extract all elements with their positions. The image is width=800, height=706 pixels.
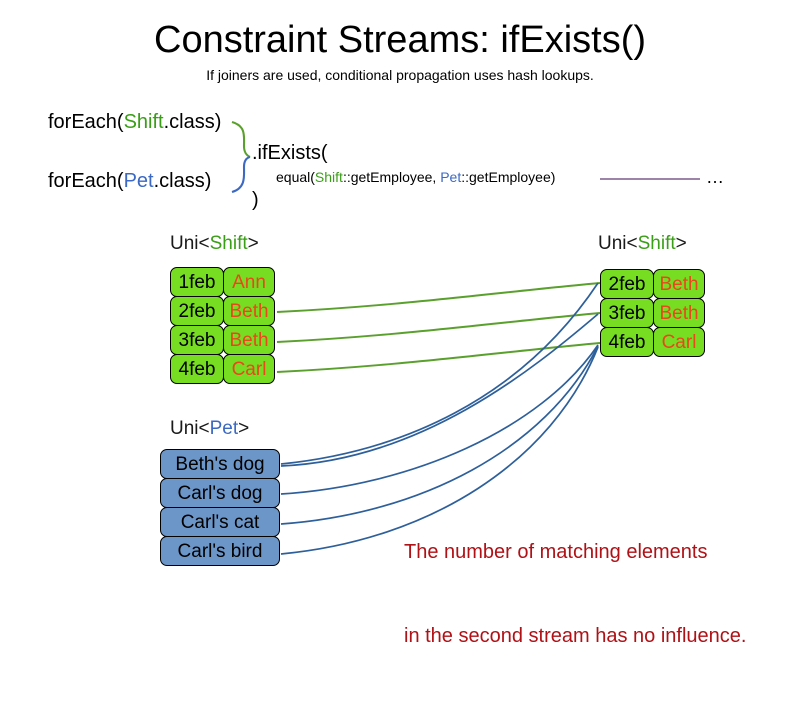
cell-date: 2feb xyxy=(600,269,654,299)
table-row[interactable]: Carl's dog xyxy=(160,478,280,508)
cell-name: Beth xyxy=(653,298,705,328)
brace-shift-curve xyxy=(231,120,251,158)
code-foreach-pet-suffix: .class) xyxy=(153,170,212,192)
cell-date: 3feb xyxy=(170,325,224,355)
wire-pet-extra-3feb xyxy=(280,313,599,467)
code-foreach-shift-type: Shift xyxy=(123,111,164,133)
stream-label-right-shift-prefix: Uni< xyxy=(598,233,638,254)
table-row[interactable]: 1feb Ann xyxy=(170,267,275,297)
cell-name: Ann xyxy=(223,267,275,297)
table-row[interactable]: 3feb Beth xyxy=(170,325,275,355)
ellipsis-label: … xyxy=(706,167,724,187)
table-row[interactable]: 2feb Beth xyxy=(170,296,275,326)
table-row[interactable]: 3feb Beth xyxy=(600,298,705,328)
stream-label-right-shift: Uni<Shift> xyxy=(598,233,687,255)
cell-date: 4feb xyxy=(170,354,224,384)
stream-label-left-pet-suffix: > xyxy=(238,418,250,439)
code-equal-shift-method: ::getEmployee, xyxy=(342,169,441,185)
stream-table-right-shift: 2feb Beth 3feb Beth 4feb Carl xyxy=(600,269,705,357)
table-row[interactable]: 4feb Carl xyxy=(170,354,275,384)
stream-label-left-shift-suffix: > xyxy=(247,233,259,254)
cell-pet: Beth's dog xyxy=(160,449,280,479)
cell-name: Beth xyxy=(223,296,275,326)
table-row[interactable]: 4feb Carl xyxy=(600,327,705,357)
cell-pet: Carl's dog xyxy=(160,478,280,508)
code-foreach-pet: forEach(Pet.class) xyxy=(48,169,211,193)
wire-shift-2feb xyxy=(276,282,601,313)
stream-label-left-shift-prefix: Uni< xyxy=(170,233,210,254)
cell-name: Beth xyxy=(653,269,705,299)
stream-label-left-pet-prefix: Uni< xyxy=(170,418,210,439)
brace-pet-curve xyxy=(231,155,251,194)
code-equal-pet-type: Pet xyxy=(440,169,462,185)
annotation-note: The number of matching elements in the s… xyxy=(404,482,746,706)
annotation-line-1: The number of matching elements xyxy=(404,541,708,563)
wire-pet-carls-dog xyxy=(280,344,599,495)
cell-name: Beth xyxy=(223,325,275,355)
stream-table-left-pet: Beth's dog Carl's dog Carl's cat Carl's … xyxy=(160,449,280,566)
stream-label-left-shift-type: Shift xyxy=(209,233,248,254)
cell-date: 1feb xyxy=(170,267,224,297)
cell-name: Carl xyxy=(223,354,275,384)
page-title: Constraint Streams: ifExists() xyxy=(154,19,646,61)
cell-date: 3feb xyxy=(600,298,654,328)
code-equal-prefix: equal( xyxy=(276,169,315,185)
stream-label-left-pet: Uni<Pet> xyxy=(170,418,249,440)
code-foreach-shift: forEach(Shift.class) xyxy=(48,110,221,134)
wire-shift-3feb xyxy=(276,312,601,343)
cell-name: Carl xyxy=(653,327,705,357)
stream-table-left-shift: 1feb Ann 2feb Beth 3feb Beth 4feb Carl xyxy=(170,267,275,384)
cell-date: 2feb xyxy=(170,296,224,326)
table-row[interactable]: Carl's cat xyxy=(160,507,280,537)
code-close-paren: ) xyxy=(252,189,259,211)
code-equal-joiner: equal(Shift::getEmployee, Pet::getEmploy… xyxy=(276,168,555,186)
stream-label-right-shift-type: Shift xyxy=(637,233,676,254)
cell-pet: Carl's cat xyxy=(160,507,280,537)
table-row[interactable]: Carl's bird xyxy=(160,536,280,566)
code-foreach-shift-prefix: forEach( xyxy=(48,111,124,133)
code-ifexists: .ifExists( xyxy=(252,142,328,164)
code-foreach-pet-prefix: forEach( xyxy=(48,170,124,192)
code-equal-shift-type: Shift xyxy=(314,169,343,185)
annotation-line-2: in the second stream has no influence. xyxy=(404,625,747,647)
stream-label-right-shift-suffix: > xyxy=(675,233,687,254)
wire-shift-4feb xyxy=(276,342,601,373)
code-foreach-shift-suffix: .class) xyxy=(163,111,222,133)
table-row[interactable]: Beth's dog xyxy=(160,449,280,479)
slide-canvas: Constraint Streams: ifExists() If joiner… xyxy=(48,19,746,647)
stream-label-left-pet-type: Pet xyxy=(209,418,239,439)
cell-date: 4feb xyxy=(600,327,654,357)
code-equal-pet-method: ::getEmployee) xyxy=(461,169,556,185)
cell-pet: Carl's bird xyxy=(160,536,280,566)
code-foreach-pet-type: Pet xyxy=(123,170,154,192)
stream-label-left-shift: Uni<Shift> xyxy=(170,233,259,255)
page-subtitle: If joiners are used, conditional propaga… xyxy=(206,67,594,83)
table-row[interactable]: 2feb Beth xyxy=(600,269,705,299)
wire-pet-beths-dog xyxy=(280,282,599,465)
